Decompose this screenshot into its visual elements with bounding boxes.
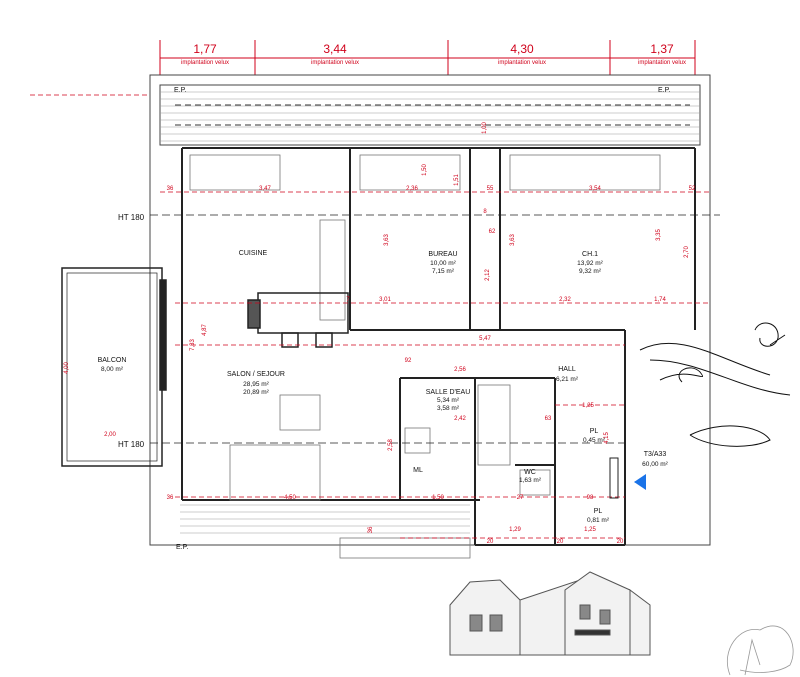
ht-top-label: HT 180 — [118, 213, 145, 222]
dim-151: 1,51 — [454, 174, 460, 186]
dim-200: 2,00 — [104, 432, 116, 438]
dim-415: 4,15 — [604, 432, 610, 444]
room-bureau-area1: 10,00 m² — [430, 260, 456, 267]
unit-name: T3/A33 — [644, 451, 667, 458]
dim-335: 3,35 — [656, 229, 662, 241]
house-sketch-image — [449, 571, 651, 656]
roof-outline — [149, 74, 711, 546]
ep-top-left-label: E.P. — [174, 87, 186, 94]
roof-hatching — [160, 91, 700, 534]
dim-20b: 20 — [557, 539, 564, 545]
dim-125b: 1,25 — [584, 527, 596, 533]
room-salon-name: SALON / SEJOUR — [227, 371, 285, 378]
dim-36c: 36 — [368, 526, 374, 533]
dim-20c: 20 — [617, 539, 624, 545]
dim-150: 1,50 — [422, 164, 428, 176]
dim-125a: 1,25 — [582, 403, 594, 409]
dim-92: 92 — [405, 358, 412, 364]
room-sde-area2: 3,58 m² — [437, 405, 460, 412]
dim-7: 7 — [346, 297, 350, 303]
room-pl1-area: 0,45 m² — [583, 437, 606, 444]
dim-270: 2,70 — [684, 246, 690, 258]
room-cuisine-name: CUISINE — [239, 250, 268, 257]
dim-8: 8 — [483, 209, 487, 215]
dim-400: 4,00 — [64, 362, 70, 374]
dim-212: 2,12 — [485, 269, 491, 281]
dim-487: 4,87 — [202, 324, 208, 336]
dim-36a: 36 — [167, 186, 174, 192]
room-sde-area1: 5,34 m² — [437, 397, 460, 404]
room-ch1-area1: 13,92 m² — [577, 260, 603, 267]
room-ml-name: ML — [413, 467, 423, 474]
room-hall-name: HALL — [558, 366, 576, 373]
room-sde-name: SALLE D'EAU — [426, 389, 471, 396]
tree-sketch — [727, 625, 794, 676]
dim-450: 4,50 — [284, 495, 296, 501]
top-dim-4: 1,37 — [650, 42, 674, 56]
ht180-lines — [150, 214, 720, 444]
unit-entrance-icon — [609, 457, 646, 499]
kitchen-island — [247, 292, 349, 348]
ep-top-right-label: E.P. — [658, 87, 670, 94]
dim-36b: 36 — [167, 495, 174, 501]
dim-52: 52 — [689, 186, 696, 192]
dim-256: 2,56 — [454, 367, 466, 373]
dim-733: 7,33 — [190, 339, 196, 351]
dim-27: 27 — [517, 495, 524, 501]
room-balcon-area: 8,00 m² — [101, 366, 124, 373]
ht-bottom-label: HT 180 — [118, 440, 145, 449]
unit-area: 60,00 m² — [642, 461, 668, 468]
room-salon-area2: 20,89 m² — [243, 389, 269, 396]
roof-dashed-lines — [175, 104, 690, 126]
red-dimension-lines — [30, 94, 710, 539]
room-hall-area: 6,21 m² — [556, 376, 579, 383]
dim-129: 1,29 — [509, 527, 521, 533]
top-dim-3: 4,30 — [510, 42, 534, 56]
top-dim-3-sub: implantation velux — [498, 60, 546, 66]
balcony — [61, 267, 167, 467]
dim-55: 55 — [487, 186, 494, 192]
top-dim-2: 3,44 — [323, 42, 347, 56]
dim-236: 2,36 — [406, 186, 418, 192]
top-dim-1: 1,77 — [193, 42, 217, 56]
dim-232: 2,32 — [559, 297, 571, 303]
dim-258: 2,58 — [388, 439, 394, 451]
dim-63: 63 — [545, 416, 552, 422]
pen-scribbles — [639, 322, 791, 447]
dim-347: 3,47 — [259, 186, 271, 192]
top-dimension-chain — [159, 40, 696, 75]
room-wc-area: 1,63 m² — [519, 477, 542, 484]
room-ch1-area2: 9,32 m² — [579, 268, 602, 275]
room-salon-area1: 28,95 m² — [243, 381, 269, 388]
top-dim-4-sub: implantation velux — [638, 60, 686, 66]
room-bureau-name: BUREAU — [428, 251, 457, 258]
room-pl1-name: PL — [590, 428, 599, 435]
room-pl2-name: PL — [594, 508, 603, 515]
dim-547: 5,47 — [479, 336, 491, 342]
top-dim-2-sub: implantation velux — [311, 60, 359, 66]
dim-100: 1,00 — [482, 122, 488, 134]
room-ch1-name: CH.1 — [582, 251, 598, 258]
room-bureau-area2: 7,15 m² — [432, 268, 455, 275]
dim-150b: 1,50 — [432, 495, 444, 501]
dim-354: 3,54 — [589, 186, 601, 192]
room-wc-name: WC — [524, 469, 536, 476]
room-pl2-area: 0,81 m² — [587, 517, 610, 524]
ep-bottom-label: E.P. — [176, 544, 188, 551]
furniture — [189, 154, 661, 559]
dim-242: 2,42 — [454, 416, 466, 422]
dim-62: 62 — [489, 229, 496, 235]
dim-363a: 3,63 — [384, 234, 390, 246]
top-dim-1-sub: implantation velux — [181, 60, 229, 66]
dim-301: 3,01 — [379, 297, 391, 303]
dim-363b: 3,63 — [510, 234, 516, 246]
dim-174: 1,74 — [654, 297, 666, 303]
room-balcon-name: BALCON — [98, 357, 127, 364]
dim-20a: 20 — [487, 539, 494, 545]
dim-98: 98 — [587, 495, 594, 501]
